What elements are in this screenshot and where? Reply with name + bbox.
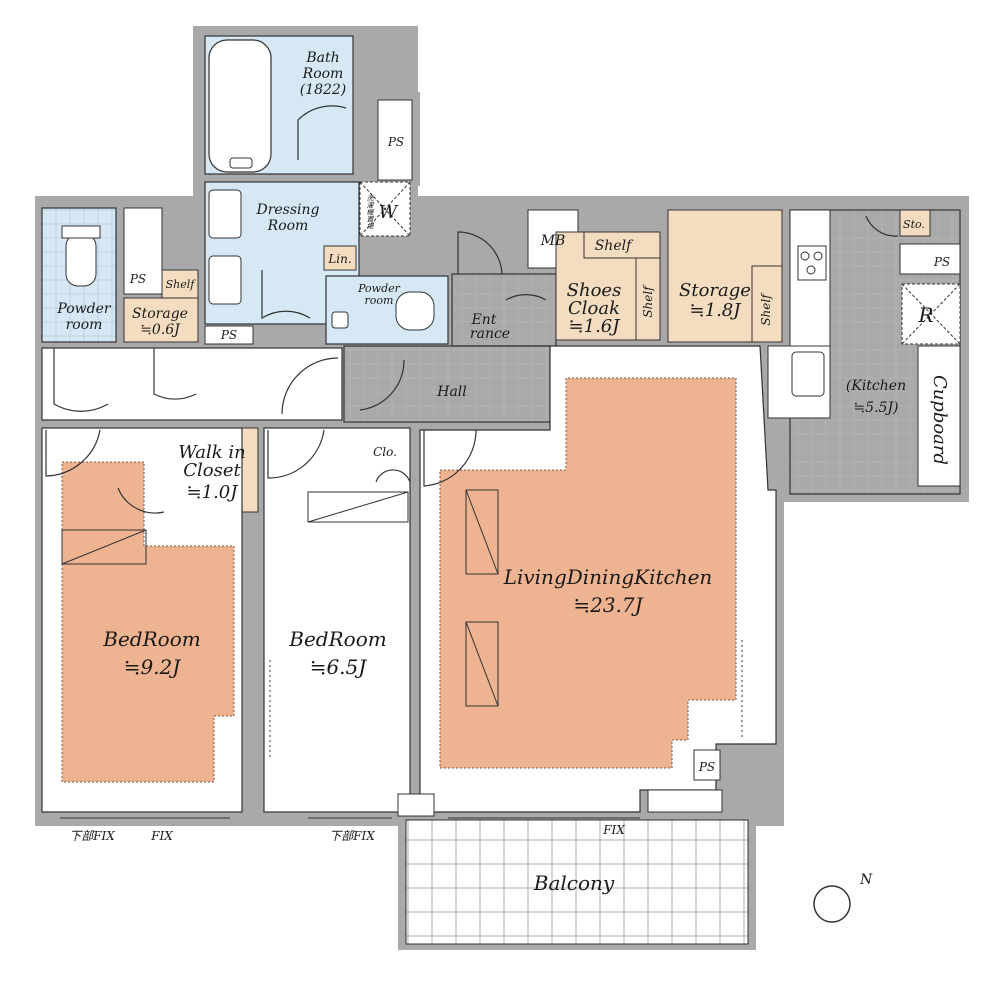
label-clo: Clo. <box>373 445 397 459</box>
label-lin: Lin. <box>327 252 351 266</box>
label-dressing-2: Room <box>267 218 309 234</box>
room-floors <box>41 35 961 950</box>
label-shoes-size: ≒1.6J <box>569 316 622 337</box>
corridor-floor <box>41 347 343 421</box>
label-washer-note: 洗濯機置場 <box>366 195 375 230</box>
compass: N <box>813 872 873 923</box>
label-fix-lower-1: 下部FIX <box>69 829 115 843</box>
label-ldk-size: ≒23.7J <box>573 593 643 617</box>
label-walkin: Walk in <box>178 442 245 463</box>
label-bedroom-1-size: ≒9.2J <box>124 655 182 679</box>
compass-icon <box>813 885 851 923</box>
entrance-floor <box>451 273 557 347</box>
label-shelf-storage-v: Shelf <box>759 292 773 326</box>
label-bedroom-2: BedRoom <box>288 627 386 651</box>
doors <box>45 105 899 514</box>
label-shelf-shoes-v: Shelf <box>641 284 655 318</box>
label-balcony: Balcony <box>533 871 615 895</box>
label-sto: Sto. <box>903 218 925 231</box>
label-cupboard: Cupboard <box>929 375 950 465</box>
label-fix-1: FIX <box>150 829 173 843</box>
label-bedroom-1: BedRoom <box>102 627 200 651</box>
label-bedroom-2-size: ≒6.5J <box>310 655 368 679</box>
labels: Bath Room (1822) PS Dressing Room W 洗濯機置… <box>56 50 950 895</box>
label-powder-left-2: room <box>66 317 103 333</box>
label-ps-kitchen: PS <box>933 255 950 269</box>
label-ps-bath: PS <box>387 135 404 149</box>
cupboard <box>917 345 961 487</box>
label-fridge: R <box>917 303 933 327</box>
label-shoes-2: Cloak <box>568 298 620 319</box>
storage-small-floor <box>123 297 199 343</box>
label-shoes: Shoes <box>567 280 622 301</box>
label-ps-dressing: PS <box>220 328 237 342</box>
label-entrance: Ent <box>471 312 497 328</box>
label-walkin-size: ≒1.0J <box>187 482 240 503</box>
label-powder-mid: Powder <box>357 282 401 295</box>
label-powder-left: Powder <box>56 301 112 317</box>
hall-floor <box>343 345 551 423</box>
fridge-space <box>901 283 961 345</box>
label-ps-ldk: PS <box>698 760 715 774</box>
label-mb: MB <box>540 233 566 249</box>
bedroom-2-floor <box>263 427 411 813</box>
compass-north-label: N <box>859 872 873 888</box>
label-storage-big-size: ≒1.8J <box>690 300 743 321</box>
label-fix-2: FIX <box>602 823 625 837</box>
label-kitchen-size: ≒5.5J) <box>853 400 898 416</box>
label-storage-big: Storage <box>679 280 751 301</box>
label-storage-small-size: ≒0.6J <box>140 322 181 338</box>
label-ps-left: PS <box>129 272 146 286</box>
label-shelf-left: Shelf <box>166 278 197 291</box>
label-ldk: LivingDiningKitchen <box>503 565 713 589</box>
label-dressing: Dressing <box>255 202 319 218</box>
label-walkin-2: Closet <box>183 460 241 481</box>
label-shelf-shoes: Shelf <box>595 238 634 254</box>
windows <box>41 640 743 819</box>
label-washer: W <box>379 202 399 223</box>
label-bath-size: (1822) <box>300 82 347 98</box>
label-entrance-2: rance <box>470 326 510 342</box>
label-storage-small: Storage <box>132 306 188 322</box>
label-bath: Bath <box>305 50 339 66</box>
label-kitchen: (Kitchen <box>846 378 906 394</box>
label-bath-2: Room <box>302 66 344 82</box>
label-powder-mid-2: room <box>365 294 394 307</box>
linen-shelf <box>323 245 357 271</box>
label-fix-lower-2: 下部FIX <box>329 829 375 843</box>
label-hall: Hall <box>436 384 467 400</box>
